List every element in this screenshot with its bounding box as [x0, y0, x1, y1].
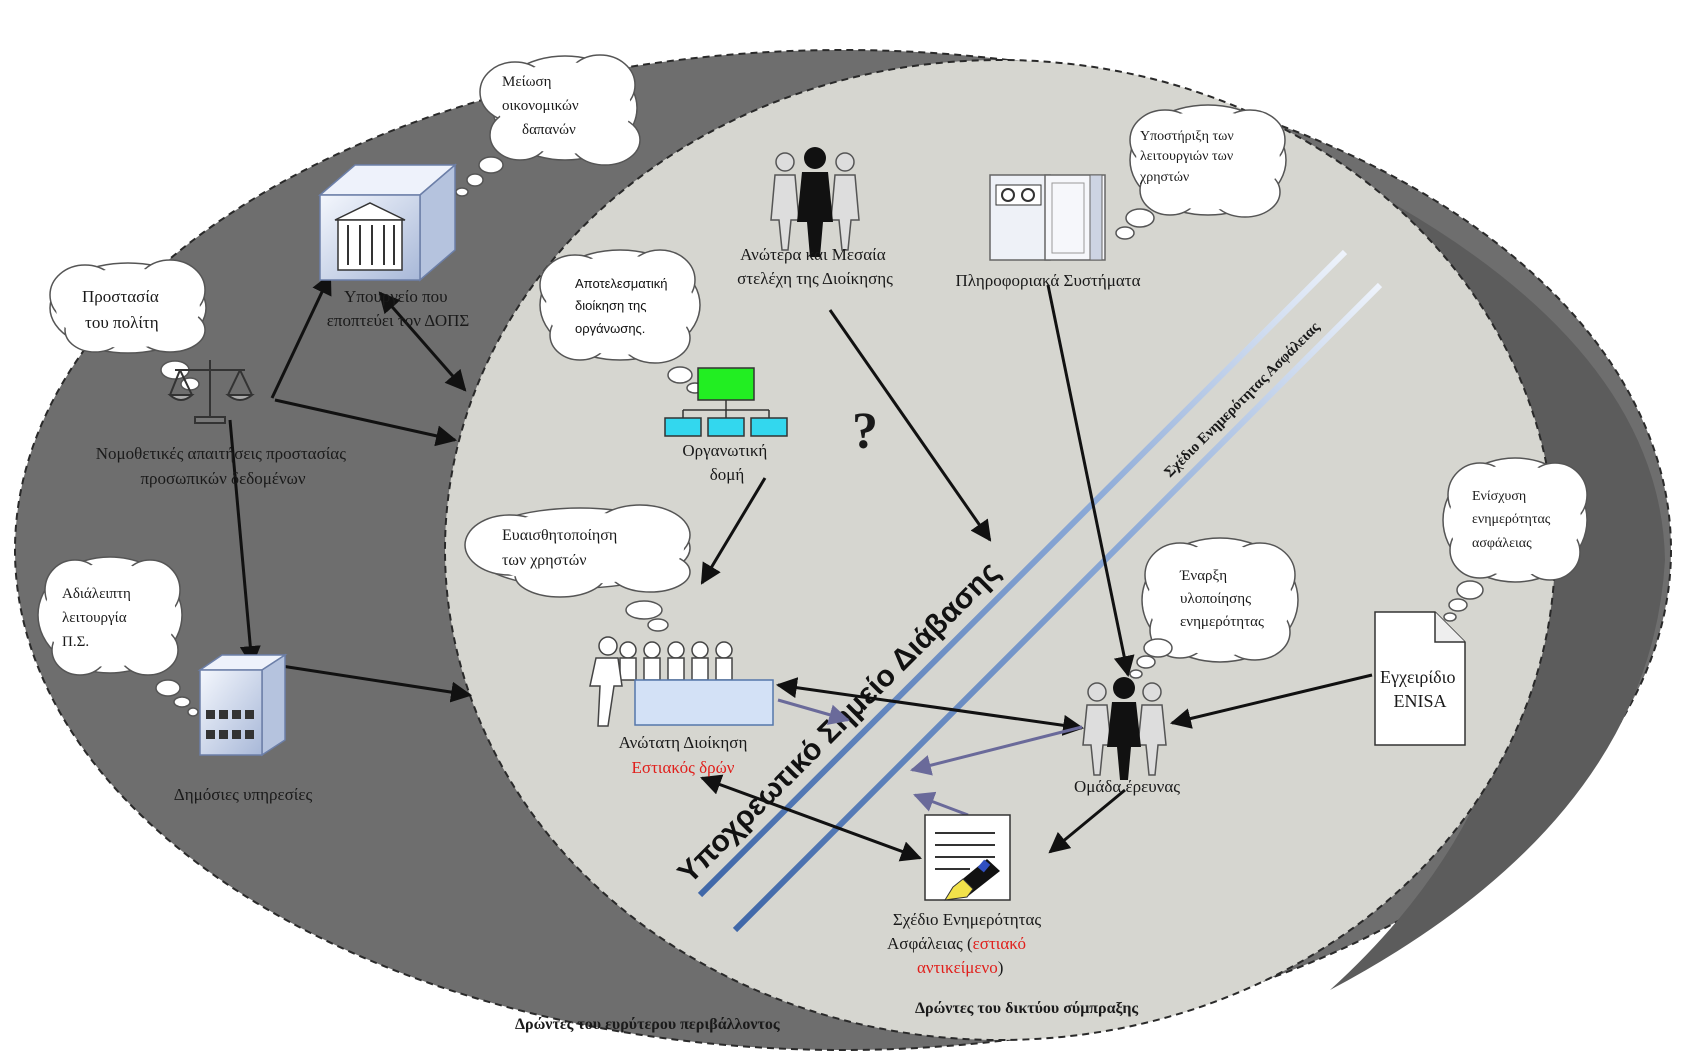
enisa-document-icon — [1374, 611, 1466, 746]
svg-text:Αποτελεσματική: Αποτελεσματική — [575, 276, 668, 291]
research-team-label: Ομάδα έρευνας — [1074, 777, 1180, 796]
plan-label: Σχέδιο Ενημερότητας — [893, 910, 1042, 929]
wider-environment-label: Δρώντες του ευρύτερου περιβάλλοντος — [515, 1016, 780, 1033]
svg-text:χρηστών: χρηστών — [1139, 170, 1189, 185]
cloud-start-impl: Έναρξη υλοποίησης ενημερότητας — [1129, 537, 1299, 679]
arrow-public-inner — [274, 663, 473, 703]
arrow-legal-inner — [274, 398, 458, 447]
org-structure-label: Οργανωτική δομή — [682, 441, 771, 484]
org-chart-icon — [664, 367, 788, 437]
question-mark: ? — [852, 403, 878, 460]
svg-text:ενημερότητας: ενημερότητας — [1180, 614, 1264, 630]
svg-text:λειτουργία: λειτουργία — [62, 610, 127, 626]
svg-text:Προστασία: Προστασία — [82, 287, 159, 306]
svg-text:του πολίτη: του πολίτη — [85, 313, 159, 332]
arrow-team-plan — [1048, 788, 1126, 854]
scales-icon — [167, 360, 255, 424]
svg-text:υλοποίησης: υλοποίησης — [1180, 591, 1251, 607]
arrow-legal-public — [228, 419, 261, 668]
plan-label-line3: αντικείμενο) — [917, 958, 1003, 977]
outer-right-band — [1220, 120, 1665, 990]
ministry-building-icon — [317, 163, 458, 282]
svg-text:των χρηστών: των χρηστών — [502, 552, 586, 569]
legal-requirements-label: Νομοθετικές απαιτήσεις προστασίας προσωπ… — [96, 444, 350, 488]
arrow-team-purple — [909, 725, 1083, 776]
svg-text:Μείωση: Μείωση — [502, 74, 552, 90]
research-team-people-icon — [1082, 677, 1167, 780]
senior-staff-people-icon — [770, 147, 860, 257]
svg-text:Ευαισθητοποίηση: Ευαισθητοποίηση — [502, 527, 617, 544]
top-management-meeting-icon — [589, 636, 774, 727]
public-services-building-icon — [197, 653, 288, 757]
cloud-effective-mgmt: Αποτελεσματική διοίκηση της οργάνωσης. — [539, 249, 704, 394]
ministry-label: Υπουργείο που εποπτεύει τον ΔΟΠΣ — [327, 287, 470, 330]
network-label: Δρώντες του δικτύου σύμπραξης — [915, 1000, 1138, 1017]
arrow-legal-ministry — [270, 273, 332, 399]
purple-arrows — [777, 698, 1083, 817]
arrow-ministry-inner — [378, 291, 467, 392]
svg-text:Αδιάλειπτη: Αδιάλειπτη — [62, 586, 131, 602]
svg-text:ασφάλειας: ασφάλειας — [1472, 536, 1532, 551]
svg-text:δαπανών: δαπανών — [522, 122, 576, 138]
svg-text:λειτουργιών των: λειτουργιών των — [1140, 149, 1233, 164]
enisa-manual-label: Εγχειρίδιο ENISA — [1380, 667, 1460, 711]
svg-text:ενημερότητας: ενημερότητας — [1472, 512, 1551, 527]
svg-text:οργάνωσης.: οργάνωσης. — [575, 321, 645, 336]
cloud-enhance-awareness: Ενίσχυση ενημερότητας ασφάλειας — [1442, 457, 1588, 622]
cloud-protect-citizen: Προστασία του πολίτη — [49, 259, 207, 391]
arrow-staff-center — [828, 309, 992, 542]
senior-staff-label: Ανώτερα και Μεσαία στελέχη της Διοίκησης — [737, 245, 893, 288]
arrow-mgmt-purple — [777, 698, 851, 725]
svg-text:διοίκηση της: διοίκηση της — [575, 298, 646, 313]
arrow-mgmt-team — [775, 677, 1085, 736]
public-services-label: Δημόσιες υπηρεσίες — [174, 785, 313, 804]
svg-text:Π.Σ.: Π.Σ. — [62, 634, 89, 650]
cloud-uninterrupted: Αδιάλειπτη λειτουργία Π.Σ. — [37, 556, 199, 717]
svg-text:Ενίσχυση: Ενίσχυση — [1472, 489, 1526, 504]
svg-text:Έναρξη: Έναρξη — [1179, 568, 1227, 584]
plan-document-pen-icon — [924, 814, 1011, 901]
arrow-enisa-team — [1169, 673, 1373, 729]
arrow-org-awareness — [700, 477, 767, 585]
plan-label-line2: Ασφάλειας (εστιακό — [887, 934, 1026, 953]
svg-text:οικονομικών: οικονομικών — [502, 98, 579, 114]
arrows — [228, 273, 1373, 862]
top-management-label: Ανώτατη Διοίκηση — [619, 733, 748, 752]
cloud-reduce-costs: Μείωση οικονομικών δαπανών — [455, 54, 641, 197]
cloud-support-ops: Υποστήριξη των λειτουργιών των χρηστών — [1115, 104, 1287, 240]
svg-text:Υποστήριξη των: Υποστήριξη των — [1140, 129, 1234, 144]
info-systems-server-icon — [989, 174, 1106, 261]
cloud-user-awareness: Ευαισθητοποίηση των χρηστών — [464, 504, 691, 632]
arrow-is-team — [1046, 284, 1135, 678]
arrow-focal-plan — [700, 774, 922, 862]
focal-actor-label: Εστιακός δρών — [632, 758, 735, 777]
arrow-plan-purple — [913, 791, 969, 817]
info-systems-label: Πληροφοριακά Συστήματα — [955, 271, 1140, 290]
